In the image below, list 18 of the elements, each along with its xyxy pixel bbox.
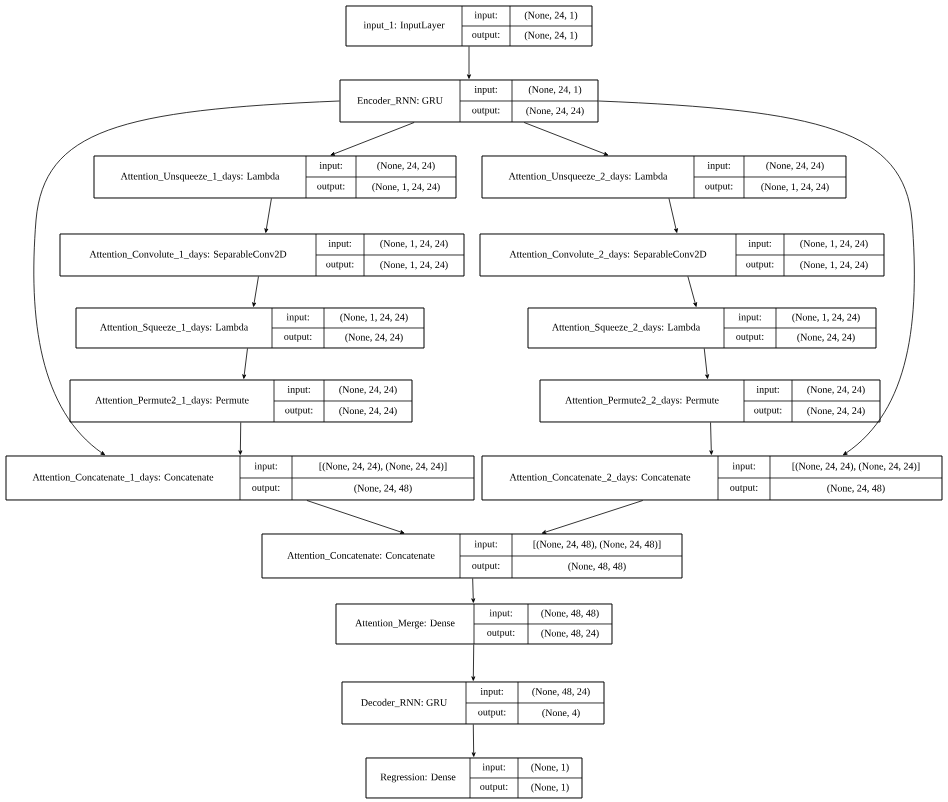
arrow xyxy=(668,198,678,233)
arrow xyxy=(471,578,476,603)
arrow xyxy=(471,644,476,681)
arrow xyxy=(264,198,272,233)
arrow xyxy=(541,500,644,534)
arrow xyxy=(330,122,415,156)
arrow xyxy=(709,422,714,455)
arrow xyxy=(306,500,405,534)
arrow xyxy=(467,46,471,79)
arrow xyxy=(703,348,710,379)
arrow xyxy=(523,122,609,156)
arrow xyxy=(252,276,259,307)
arrow xyxy=(598,100,915,456)
arrow xyxy=(238,422,243,455)
arrow xyxy=(242,348,248,379)
arrow xyxy=(471,724,476,757)
arrow xyxy=(33,100,340,456)
arrow xyxy=(687,276,698,307)
